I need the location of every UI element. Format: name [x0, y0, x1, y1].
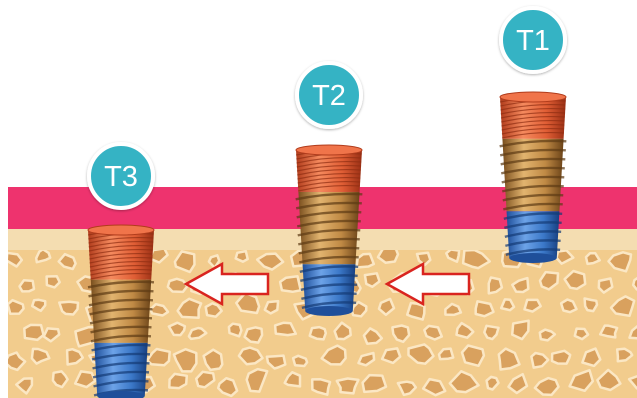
- stage-badge-t3: T3: [87, 142, 155, 210]
- stage-badge-t2: T2: [295, 61, 363, 129]
- stage-label-t1: T1: [516, 25, 550, 57]
- stage-label-t2: T2: [312, 80, 346, 112]
- stage-label-t3: T3: [104, 161, 138, 193]
- implant-icon: [87, 224, 155, 398]
- left-arrow-icon: [384, 261, 471, 307]
- left-arrow-icon: [183, 261, 270, 307]
- implant-icon: [295, 144, 363, 316]
- implant-icon: [499, 91, 567, 263]
- stage-badge-t1: T1: [499, 6, 567, 74]
